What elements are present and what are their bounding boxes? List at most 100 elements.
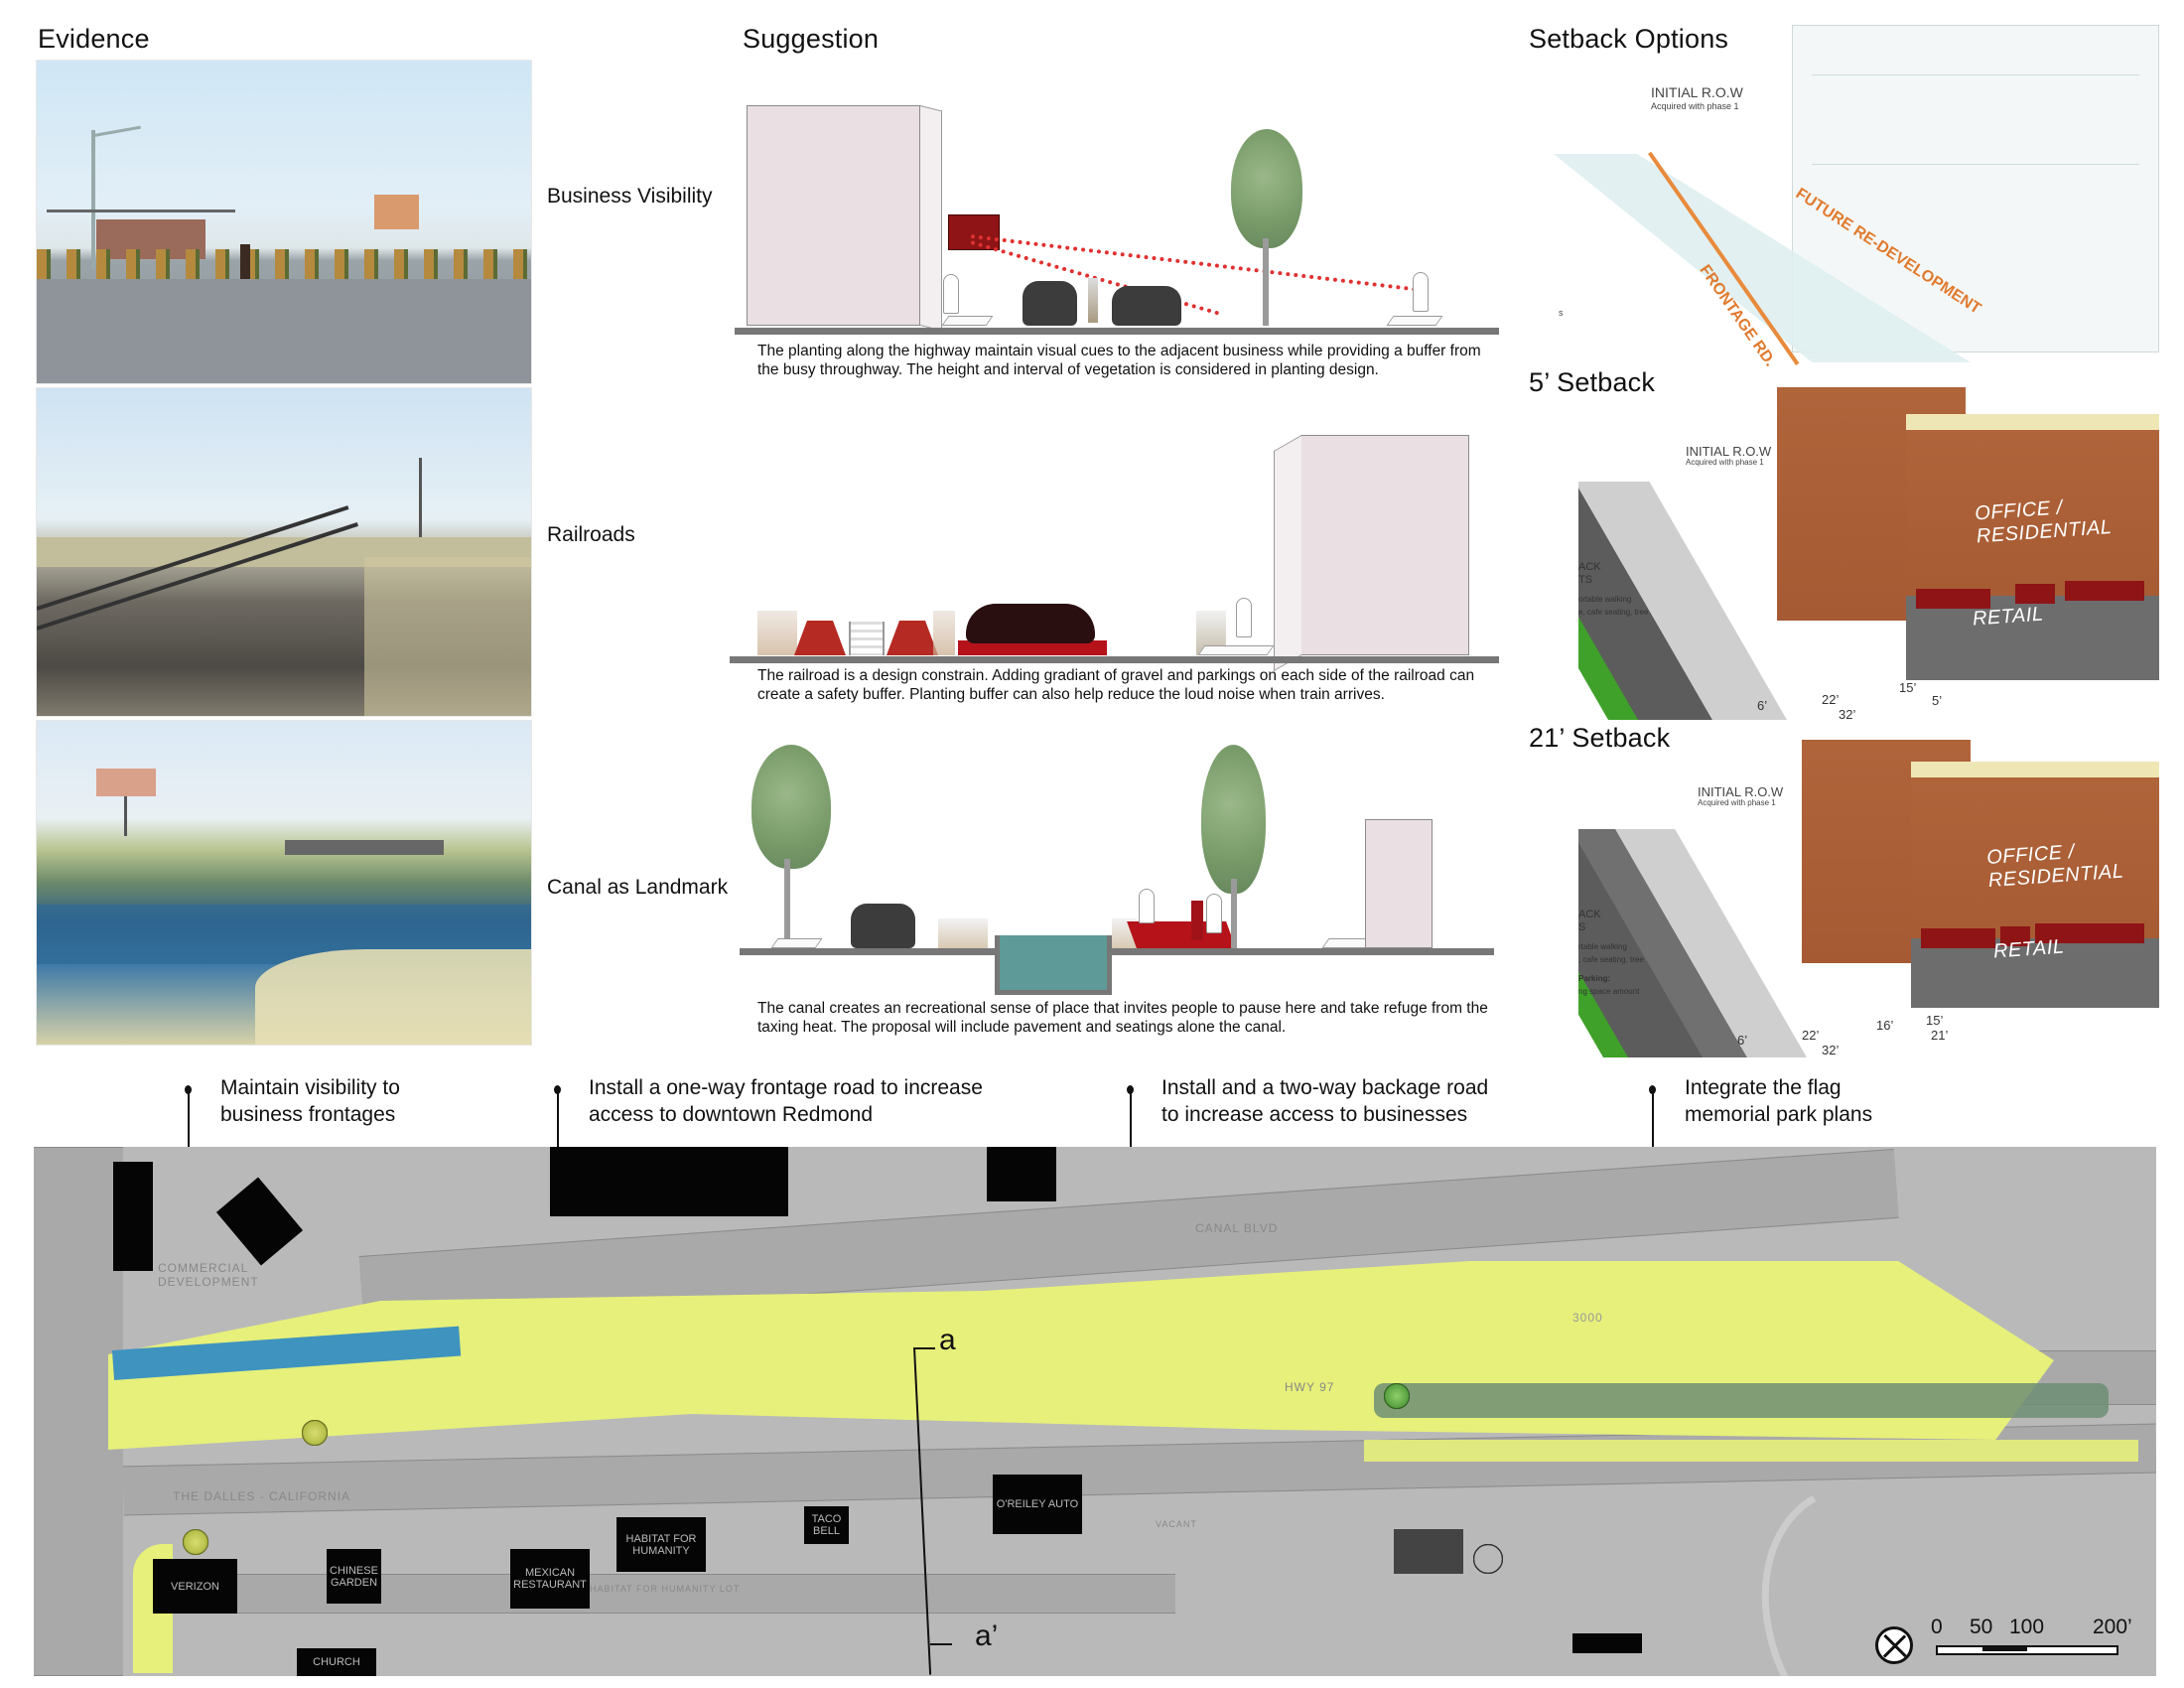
gravel-berm [794,621,846,655]
car-icon [851,904,915,948]
caption-business-visibility: The planting along the highway maintain … [757,343,1481,378]
twentyone-foot-setback-title: 21’ Setback [1529,723,1671,753]
initial-row-label: INITIAL R.O.W [1698,784,1784,799]
five-side-text: ACK TS ortable walking e, cafe seating, … [1578,561,1649,617]
car-icon [1112,286,1181,326]
map-label-contour: 3000 [1572,1311,1603,1325]
callout-dot [554,1085,561,1094]
map-label-the-dalles: THE DALLES - CALIFORNIA [173,1489,351,1503]
planting-strip [1364,1440,2138,1462]
seated-person-icon [1206,894,1222,933]
ground-line [730,656,1499,663]
dim-21ft-setback: 21’ [1931,1028,1949,1043]
flag-memorial-arc [1709,1494,1892,1676]
building-north-west [113,1162,153,1271]
building-church: CHURCH [297,1648,376,1676]
pedestrian-icon [1236,598,1252,637]
dim-32ft: 32’ [1839,707,1856,720]
scale-tick-0: 0 [1931,1616,1943,1638]
frontage-road-label: FRONTAGE RD. [1723,549,1783,633]
pedestrian-icon [943,274,959,314]
section-mark-a-prime: a’ [975,1619,999,1652]
dim-16ft: 16’ [1876,1018,1894,1033]
building-oreiley-auto: O'REILEY AUTO [993,1475,1082,1534]
ground-line [1112,948,1494,955]
planter [1197,645,1275,655]
dim-15ft: 15’ [1899,680,1917,695]
scale-tick-50: 50 [1970,1616,1993,1638]
seated-person-icon [1139,889,1155,923]
initial-row-sublabel: Acquired with phase 1 [1686,458,1764,467]
caption-railroads: The railroad is a design constrain. Addi… [757,667,1475,703]
planter [1386,316,1443,326]
ground-line [735,328,1499,335]
evidence-photo-canal [36,720,532,1046]
building-habitat-for-humanity: HABITAT FOR HUMANITY [616,1517,706,1572]
tree-icon [1201,745,1266,894]
business-visibility-section-diagram [735,99,1499,338]
site-plan-map: VERIZON CHINESE GARDEN MEXICAN RESTAURAN… [34,1147,2156,1676]
scale-tick-200: 200’ [2093,1616,2132,1638]
planter [770,938,823,948]
building-taco-bell: TACO BELL [804,1506,849,1544]
caption-canal-as-landmark: The canal creates an recreational sense … [757,1000,1488,1036]
north-arrow-icon [1875,1626,1913,1664]
parking-pad [958,640,1107,655]
dim-6ft: 6’ [1757,698,1768,713]
business-sign [948,214,1000,250]
car-icon [1023,281,1077,326]
evidence-photo-railroad [36,387,532,717]
section-label-railroads: Railroads [547,523,635,546]
callout-frontage-road: Install a one-way frontage road to incre… [589,1076,983,1126]
building-north [215,1177,304,1266]
tree-icon [1231,129,1302,248]
grass-icon [1088,278,1098,323]
building-verizon: VERIZON [153,1559,237,1614]
canal-channel [995,935,1112,995]
building-north-center [550,1147,788,1216]
building-mexican-restaurant: MEXICAN RESTAURANT [510,1549,590,1609]
twentyone-foot-setback-render: OFFICE / RESIDENTIAL RETAIL INITIAL R.O.… [1578,730,2159,1062]
section-mark-a: a [939,1324,956,1356]
section-label-canal-as-landmark: Canal as Landmark [547,876,729,899]
dim-15ft: 15’ [1926,1013,1944,1028]
planting-buffer [938,918,988,948]
map-label-hwy-97: HWY 97 [1285,1380,1335,1394]
tree-row-frontage [183,1529,480,1557]
scale-tick-100: 100 [2009,1616,2045,1638]
suggestion-title: Suggestion [743,24,880,54]
building-north-center-2 [987,1147,1056,1201]
stray-text: s [1559,308,1564,318]
initial-row-sublabel: Acquired with phase 1 [1651,101,1739,111]
five-foot-setback-render: OFFICE / RESIDENTIAL RETAIL INITIAL R.O.… [1578,372,2159,720]
planter [941,316,994,326]
gravel-berm [887,621,938,655]
callout-dot [1649,1085,1656,1094]
five-foot-setback-title: 5’ Setback [1529,367,1656,397]
chair-icon [1191,901,1203,940]
dim-22ft: 22’ [1802,1028,1820,1043]
callout-dot [1127,1085,1134,1094]
scale-bar [1936,1645,2118,1655]
canal-section-diagram [740,740,1494,998]
map-label-vacant: VACANT [1156,1519,1197,1529]
dim-5ft-setback: 5’ [1932,693,1943,708]
railroads-section-diagram [730,427,1499,672]
railroad-track [849,622,885,655]
building [747,105,920,326]
tree-row-hwy [302,1420,1374,1448]
initial-row-sublabel: Acquired with phase 1 [1698,798,1776,807]
map-label-canal-blvd: CANAL BLVD [1195,1221,1279,1235]
stormwater-bioswale [1374,1383,2109,1418]
building-south-east [1572,1633,1642,1653]
map-label-habitat-lot: HABITAT FOR HUMANITY LOT [590,1584,741,1594]
dim-6ft: 6’ [1737,1033,1748,1048]
dim-22ft: 22’ [1822,692,1840,707]
initial-row-label: INITIAL R.O.W [1686,444,1772,459]
building-chinese-garden: CHINESE GARDEN [327,1549,381,1604]
pedestrian-icon [1413,272,1429,312]
map-label-commercial: COMMERCIAL DEVELOPMENT [158,1261,259,1289]
building-vacant [1394,1529,1463,1574]
